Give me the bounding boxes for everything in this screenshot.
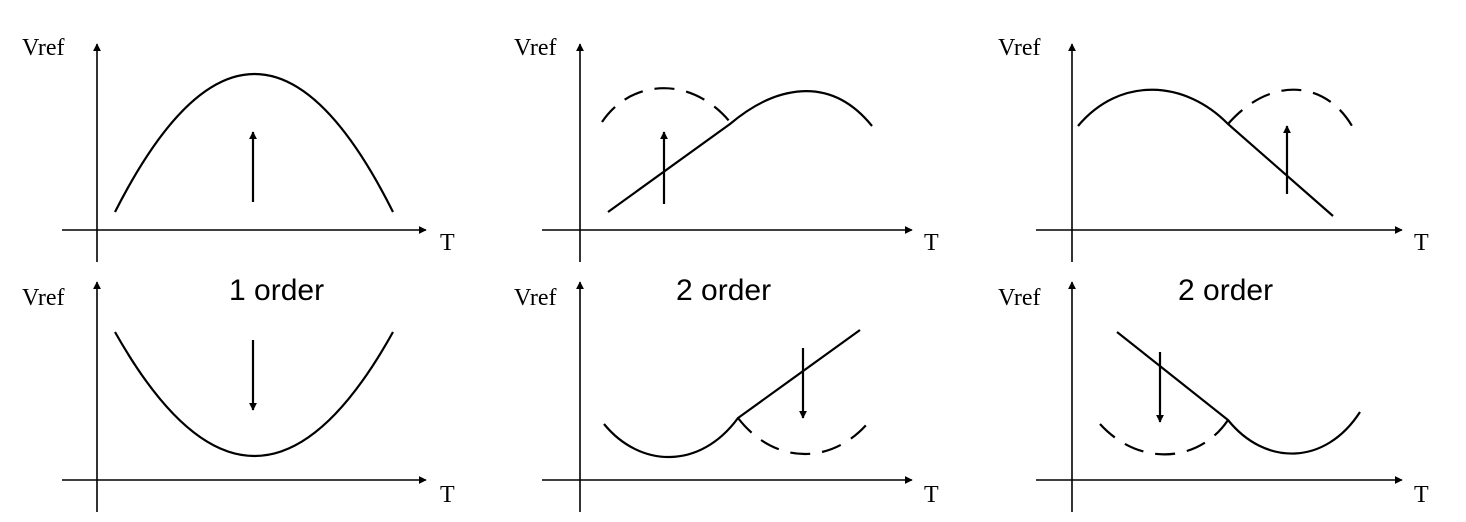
x-axis-label: T: [1414, 482, 1429, 508]
first-order-curve: [114, 331, 394, 458]
caption-second-order-middle: 2 order: [676, 274, 771, 307]
y-axis-label: Vref: [22, 285, 65, 311]
panel-bottom-right: Vref T: [998, 281, 1429, 512]
dashed-reference-curve: [737, 417, 873, 456]
second-order-curve: [1077, 88, 1334, 217]
panel-top-right: Vref T: [998, 35, 1429, 262]
x-axis-label: T: [1414, 230, 1429, 256]
second-order-curve: [603, 329, 861, 459]
x-axis-label: T: [440, 482, 455, 508]
panel-bottom-middle: Vref T: [514, 281, 939, 512]
dashed-reference-curve: [601, 87, 731, 123]
caption-second-order-right: 2 order: [1178, 274, 1273, 307]
first-order-curve: [114, 73, 394, 213]
y-axis-label: Vref: [22, 35, 65, 61]
panel-bottom-left: Vref T: [22, 281, 455, 512]
y-axis-label: Vref: [514, 285, 557, 311]
y-axis-label: Vref: [514, 35, 557, 61]
dashed-reference-curve: [1227, 88, 1353, 127]
second-order-curve: [1116, 331, 1361, 455]
panel-top-left: Vref T: [22, 35, 455, 262]
dashed-reference-curve: [1099, 419, 1229, 456]
x-axis-label: T: [924, 230, 939, 256]
caption-first-order: 1 order: [229, 274, 324, 307]
y-axis-label: Vref: [998, 285, 1041, 311]
panel-top-middle: Vref T: [514, 35, 939, 262]
y-axis-label: Vref: [998, 35, 1041, 61]
x-axis-label: T: [440, 230, 455, 256]
x-axis-label: T: [924, 482, 939, 508]
second-order-curve: [607, 90, 873, 213]
